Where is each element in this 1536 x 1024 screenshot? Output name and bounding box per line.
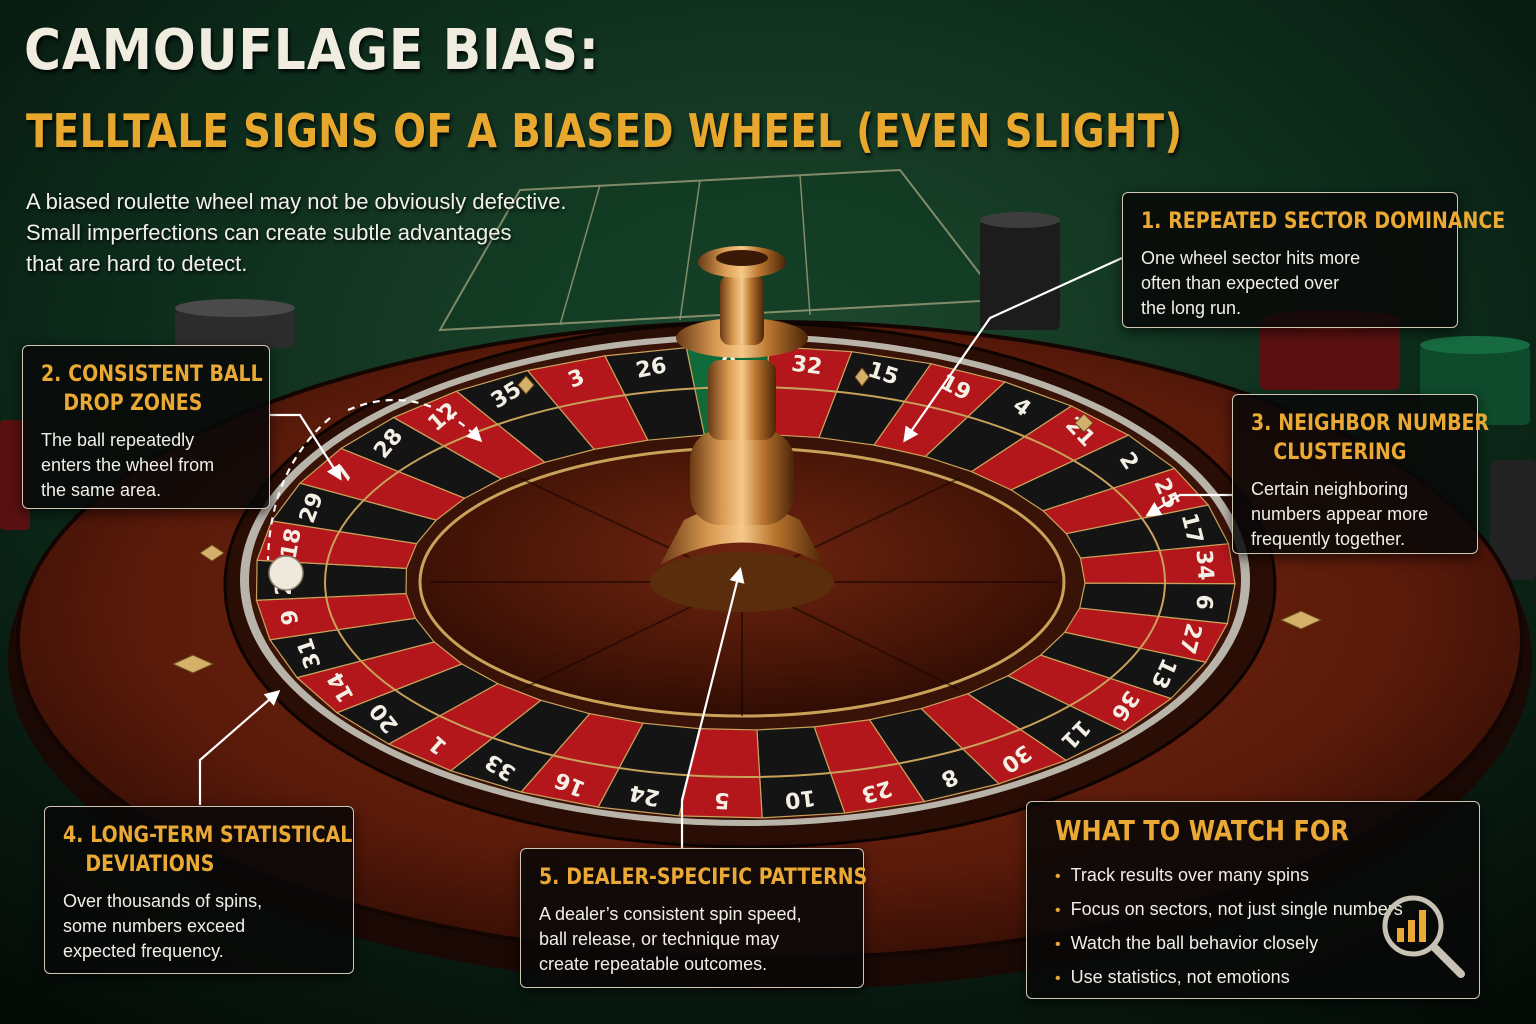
connector-2-dashed-top	[347, 398, 483, 443]
connector-1	[903, 256, 1123, 443]
callout-title: 1.REPEATED SECTOR DOMINANCE	[1141, 209, 1506, 234]
callout-body: The ball repeatedly enters the wheel fro…	[41, 430, 215, 500]
diamond-deflectors	[171, 367, 1323, 674]
callout-connectors	[198, 256, 1232, 848]
what-to-watch-for-panel: WHAT TO WATCH FOR •Track results over ma…	[1026, 801, 1480, 999]
pocket-number-label: 34	[1190, 549, 1217, 581]
magnifier-chart-icon	[1382, 895, 1465, 978]
watch-title: WHAT TO WATCH FOR	[1055, 814, 1349, 847]
connector-3	[1145, 493, 1232, 517]
page-title: CAMOUFLAGE BIAS:	[24, 18, 600, 83]
chip-stack-left	[175, 299, 295, 348]
pocket-number-label: 5	[714, 787, 731, 813]
connector-4	[198, 689, 281, 805]
pocket-number-label: 6	[1190, 593, 1216, 611]
callout-title: 5.DEALER-SPECIFIC PATTERNS	[539, 865, 868, 890]
page-subtitle: TELLTALE SIGNS OF A BIASED WHEEL (EVEN S…	[26, 104, 1183, 158]
connector-2	[270, 413, 342, 481]
callout-dealer-specific-patterns: 5.DEALER-SPECIFIC PATTERNS A dealer’s co…	[520, 848, 868, 988]
intro-text: A biased roulette wheel may not be obvio…	[26, 186, 646, 279]
pocket-number-label: 10	[783, 784, 816, 812]
connector-2-dashed-left	[266, 417, 331, 561]
chip-stack-edge-right	[1490, 460, 1536, 580]
callout-body: Over thousands of spins, some numbers ex…	[63, 891, 263, 961]
intro-line: that are hard to detect.	[26, 251, 248, 276]
watch-item: •Track results over many spins	[1055, 865, 1310, 885]
callout-body: Certain neighboring numbers appear more …	[1251, 479, 1429, 549]
watch-item: •Use statistics, not emotions	[1055, 967, 1290, 987]
watch-item: •Watch the ball behavior closely	[1055, 933, 1319, 953]
watch-list: •Track results over many spins •Focus on…	[1055, 859, 1463, 995]
intro-line: Small imperfections can create subtle ad…	[26, 220, 512, 245]
chip-stack-right-a	[980, 212, 1060, 330]
pocket-number-label: 32	[790, 352, 824, 381]
wheel-turret	[650, 246, 834, 612]
connector-5	[680, 567, 745, 848]
watch-item: •Focus on sectors, not just single numbe…	[1055, 899, 1403, 919]
pocket-number-label: 26	[634, 353, 669, 384]
callout-body: One wheel sector hits more often than ex…	[1141, 248, 1361, 318]
pocket-number-label: 9	[277, 608, 304, 627]
callout-body: A dealer’s consistent spin speed, ball r…	[539, 904, 802, 974]
roulette-ball	[268, 555, 304, 591]
pocket-number-label: 18	[277, 526, 307, 561]
callout-repeated-sector-dominance: 1.REPEATED SECTOR DOMINANCE One wheel se…	[1122, 192, 1506, 328]
intro-line: A biased roulette wheel may not be obvio…	[26, 189, 567, 214]
